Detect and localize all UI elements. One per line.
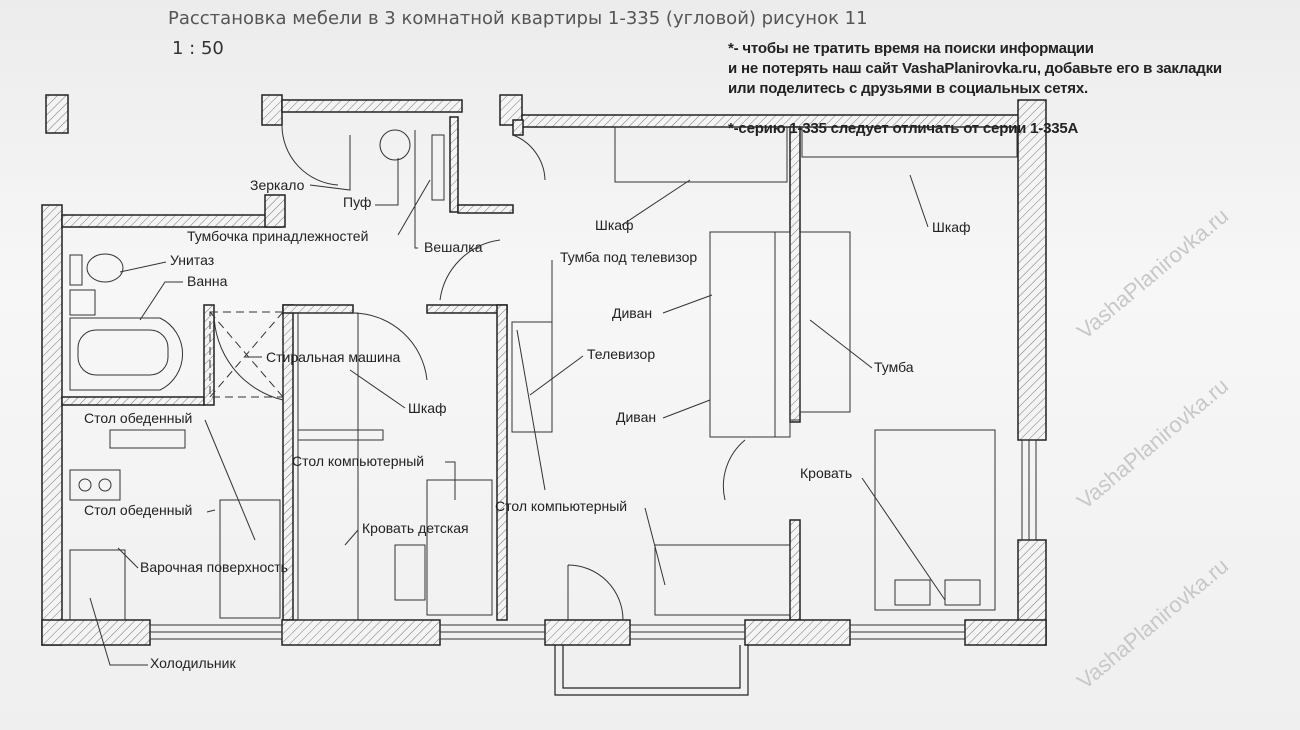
label-nightstand: Тумба <box>874 359 914 375</box>
label-hob: Варочная поверхность <box>140 559 288 575</box>
label-tv: Телевизор <box>587 346 655 362</box>
doors <box>213 124 800 621</box>
label-accessory-cabinet: Тумбочка принадлежностей <box>187 228 368 244</box>
label-wardrobe-bedroom: Шкаф <box>932 219 971 235</box>
label-computer-desk-living: Стол компьютерный <box>495 498 627 514</box>
windows <box>149 439 1037 640</box>
label-bath: Ванна <box>187 273 228 289</box>
label-tv-stand: Тумба под телевизор <box>560 249 697 265</box>
label-mirror: Зеркало <box>250 177 305 193</box>
label-computer-desk-nursery: Стол компьютерный <box>292 453 424 469</box>
label-wardrobe-nursery: Шкаф <box>408 400 447 416</box>
label-washing-machine: Стиральная машина <box>266 349 401 365</box>
label-wardrobe-living: Шкаф <box>595 217 634 233</box>
watermark: VashaPlanirovka.ru <box>1072 373 1233 514</box>
label-sofa-2: Диван <box>616 409 656 425</box>
label-fridge: Холодильник <box>150 655 236 671</box>
label-dining-table-2: Стол обеденный <box>84 502 192 518</box>
walls <box>41 94 1047 646</box>
label-bed: Кровать <box>800 465 852 481</box>
label-child-bed: Кровать детская <box>362 520 469 536</box>
label-toilet: Унитаз <box>170 252 214 268</box>
label-pouf: Пуф <box>343 194 371 210</box>
label-dining-table-1: Стол обеденный <box>84 410 192 426</box>
note-series: *-серию 1-335 следует отличать от серии … <box>728 120 1079 137</box>
balcony <box>554 645 749 696</box>
note-line-2: и не потерять наш сайт VashaPlanirovka.r… <box>728 60 1222 77</box>
furniture <box>69 126 1018 621</box>
label-hanger: Вешалка <box>424 239 483 255</box>
watermarks: VashaPlanirovka.ru VashaPlanirovka.ru Va… <box>1072 203 1233 694</box>
note-line-3: или поделитесь с друзьями в социальных с… <box>728 80 1088 97</box>
watermark: VashaPlanirovka.ru <box>1072 553 1233 694</box>
watermark: VashaPlanirovka.ru <box>1072 203 1233 344</box>
leader-lines <box>89 130 946 666</box>
plan-scale: 1 : 50 <box>172 38 224 59</box>
note-line-1: *- чтобы не тратить время на поиски инфо… <box>728 40 1094 57</box>
label-sofa-1: Диван <box>612 305 652 321</box>
plan-title: Расстановка мебели в 3 комнатной квартир… <box>168 8 868 29</box>
